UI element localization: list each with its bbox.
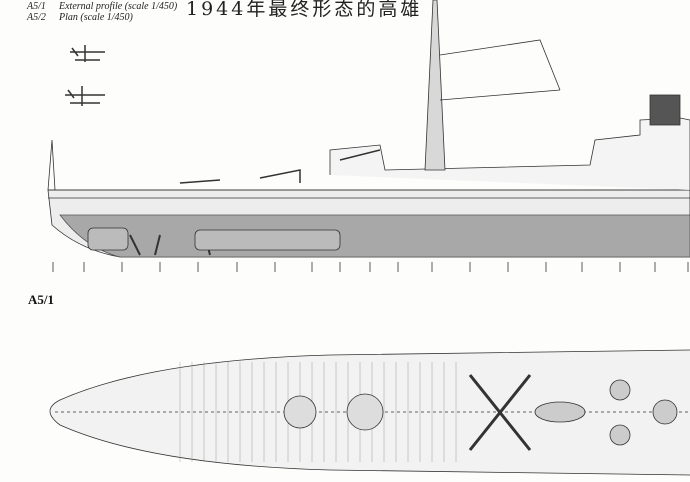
- section-label: A5/1: [28, 292, 54, 307]
- seaplane-icon: [65, 86, 105, 106]
- bulge: [194, 229, 341, 251]
- catapult-cross: [468, 374, 532, 451]
- searchlight: [609, 379, 631, 401]
- legend-row: A5/1 External profile (scale 1/450): [27, 1, 177, 12]
- legend-text: External profile (scale 1/450): [59, 1, 178, 12]
- bulge: [87, 227, 129, 251]
- funnel: [649, 94, 681, 126]
- superstructure: [329, 117, 690, 190]
- seaplanes: [65, 45, 105, 106]
- searchlight: [609, 424, 631, 446]
- searchlight: [652, 399, 678, 425]
- legend-row: A5/2 Plan (scale 1/450): [27, 12, 177, 23]
- foremast: [424, 0, 446, 171]
- external-profile: [47, 0, 690, 258]
- legend-code: A5/2: [27, 12, 46, 23]
- rigging: [439, 39, 561, 101]
- drawing-legend: A5/1 External profile (scale 1/450) A5/2 P…: [27, 1, 177, 23]
- seaplane-icon: [70, 45, 105, 62]
- gun-turret: [283, 395, 317, 429]
- frame-scale-ticks: [52, 262, 689, 272]
- drawing-title: 1944年最终形态的高雄: [186, 0, 423, 20]
- legend-code: A5/1: [27, 1, 46, 12]
- boat: [534, 401, 586, 423]
- plan-view: [49, 349, 690, 476]
- bow-stem: [47, 139, 56, 191]
- gun-turret: [346, 393, 384, 431]
- deck-planking: [179, 362, 457, 462]
- turrets: [179, 149, 381, 184]
- hull-underwater: [59, 214, 690, 258]
- legend-text: Plan (scale 1/450): [59, 12, 133, 23]
